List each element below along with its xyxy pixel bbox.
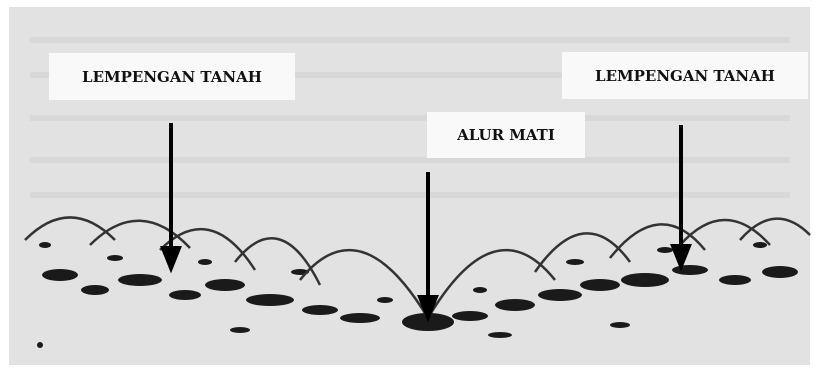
label-lempengan-tanah-left: LEMPENGAN TANAH bbox=[49, 53, 295, 100]
label-lempengan-tanah-right: LEMPENGAN TANAH bbox=[562, 52, 808, 99]
label-alur-mati: ALUR MATI bbox=[427, 112, 585, 158]
